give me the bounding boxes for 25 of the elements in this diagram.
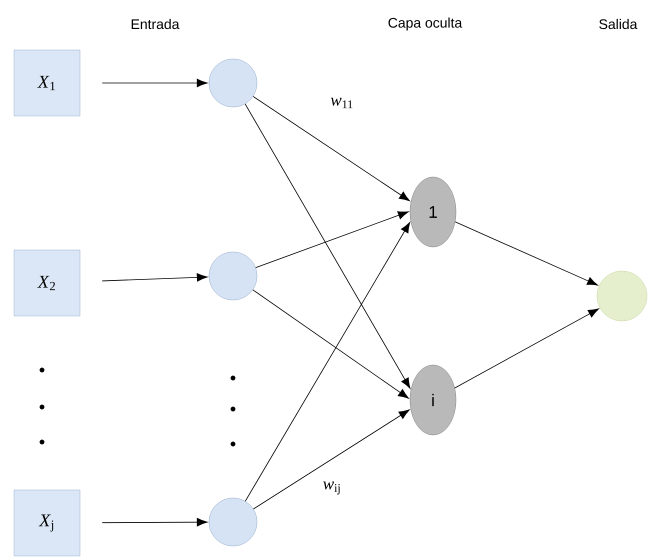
arrow (252, 289, 409, 399)
arrow (454, 308, 599, 388)
arrow (253, 410, 410, 510)
arrow (244, 104, 410, 389)
arrow (244, 222, 410, 502)
weight-label: w$_{11}$ (330, 98, 352, 108)
input-box: X$_{2}$ (14, 250, 80, 316)
weight-label: w$_{ij}$ (323, 482, 340, 494)
input-neuron (208, 498, 258, 546)
hidden-neuron: i (410, 364, 456, 436)
column-heading: Salida (599, 18, 638, 30)
hidden-neuron: 1 (410, 176, 456, 248)
input-box: X$_{j}$ (14, 490, 80, 556)
arrow (102, 273, 208, 282)
arrow (102, 518, 208, 526)
arrow (255, 211, 409, 268)
input-neuron (208, 252, 258, 300)
arrow (454, 222, 598, 286)
input-neuron (208, 58, 258, 108)
input-box: X$_{1}$ (14, 50, 80, 116)
arrow (252, 96, 410, 202)
column-heading: Entrada (132, 18, 180, 30)
output-neuron (596, 270, 648, 322)
column-heading: Capa oculta (388, 18, 462, 30)
arrow (102, 78, 208, 88)
